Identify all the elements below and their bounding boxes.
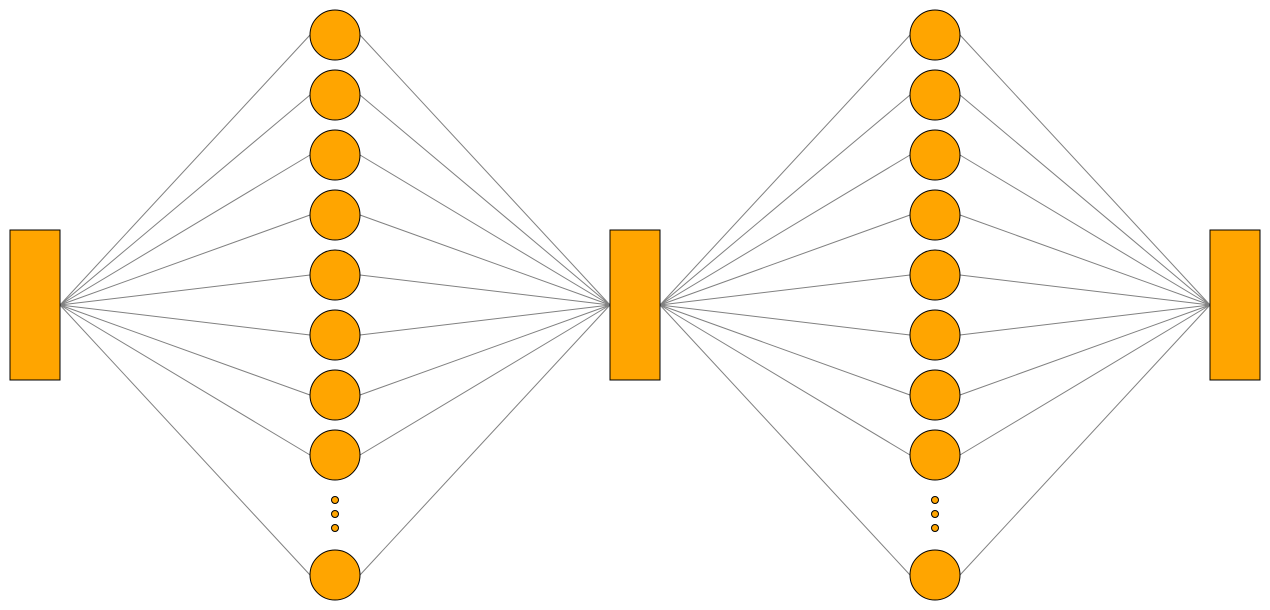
edge — [59, 304, 311, 576]
neuron-node — [309, 549, 361, 601]
neuron-node — [909, 189, 961, 241]
edge — [59, 304, 311, 456]
edge — [659, 34, 911, 306]
ellipsis-dot — [931, 496, 939, 504]
edge — [959, 304, 1211, 576]
edge — [959, 34, 1211, 306]
ellipsis-dot — [331, 510, 339, 518]
edge — [359, 304, 611, 396]
edge — [959, 214, 1211, 306]
neuron-node — [909, 309, 961, 361]
ellipsis-dot — [931, 524, 939, 532]
edge — [959, 304, 1211, 396]
neuron-node — [909, 69, 961, 121]
neuron-node — [309, 249, 361, 301]
edge — [359, 214, 611, 306]
edge — [959, 304, 1211, 456]
edge — [359, 154, 611, 306]
ellipsis-dot — [331, 524, 339, 532]
neuron-node — [309, 369, 361, 421]
edge — [59, 154, 311, 306]
neuron-node — [309, 129, 361, 181]
neuron-node — [309, 189, 361, 241]
edge — [659, 154, 911, 306]
layer-block-2 — [609, 229, 661, 381]
edge — [59, 274, 311, 306]
edge — [659, 94, 911, 306]
edge — [959, 94, 1211, 306]
edge — [659, 304, 911, 336]
edge — [959, 304, 1211, 336]
edge — [59, 94, 311, 306]
layer-block-1 — [9, 229, 61, 381]
edges — [59, 34, 1211, 576]
neuron-node — [909, 549, 961, 601]
edge — [59, 214, 311, 306]
neuron-node — [309, 429, 361, 481]
edge — [959, 154, 1211, 306]
neuron-node — [309, 69, 361, 121]
edge — [59, 304, 311, 396]
neuron-node — [909, 249, 961, 301]
edge — [59, 304, 311, 336]
ellipsis-dot — [331, 496, 339, 504]
neuron-node — [309, 309, 361, 361]
ellipsis-dot — [931, 510, 939, 518]
edge — [359, 304, 611, 336]
neuron-node — [909, 429, 961, 481]
edge — [659, 304, 911, 576]
edge — [659, 304, 911, 456]
nodes — [9, 9, 1261, 601]
edge — [659, 304, 911, 396]
edge — [659, 214, 911, 306]
layer-block-3 — [1209, 229, 1261, 381]
edge — [59, 34, 311, 306]
edge — [659, 274, 911, 306]
edge — [959, 274, 1211, 306]
neuron-node — [909, 369, 961, 421]
edge — [359, 34, 611, 306]
edge — [359, 304, 611, 456]
edge — [359, 304, 611, 576]
neuron-node — [909, 129, 961, 181]
neuron-node — [309, 9, 361, 61]
neuron-node — [909, 9, 961, 61]
edge — [359, 94, 611, 306]
edge — [359, 274, 611, 306]
